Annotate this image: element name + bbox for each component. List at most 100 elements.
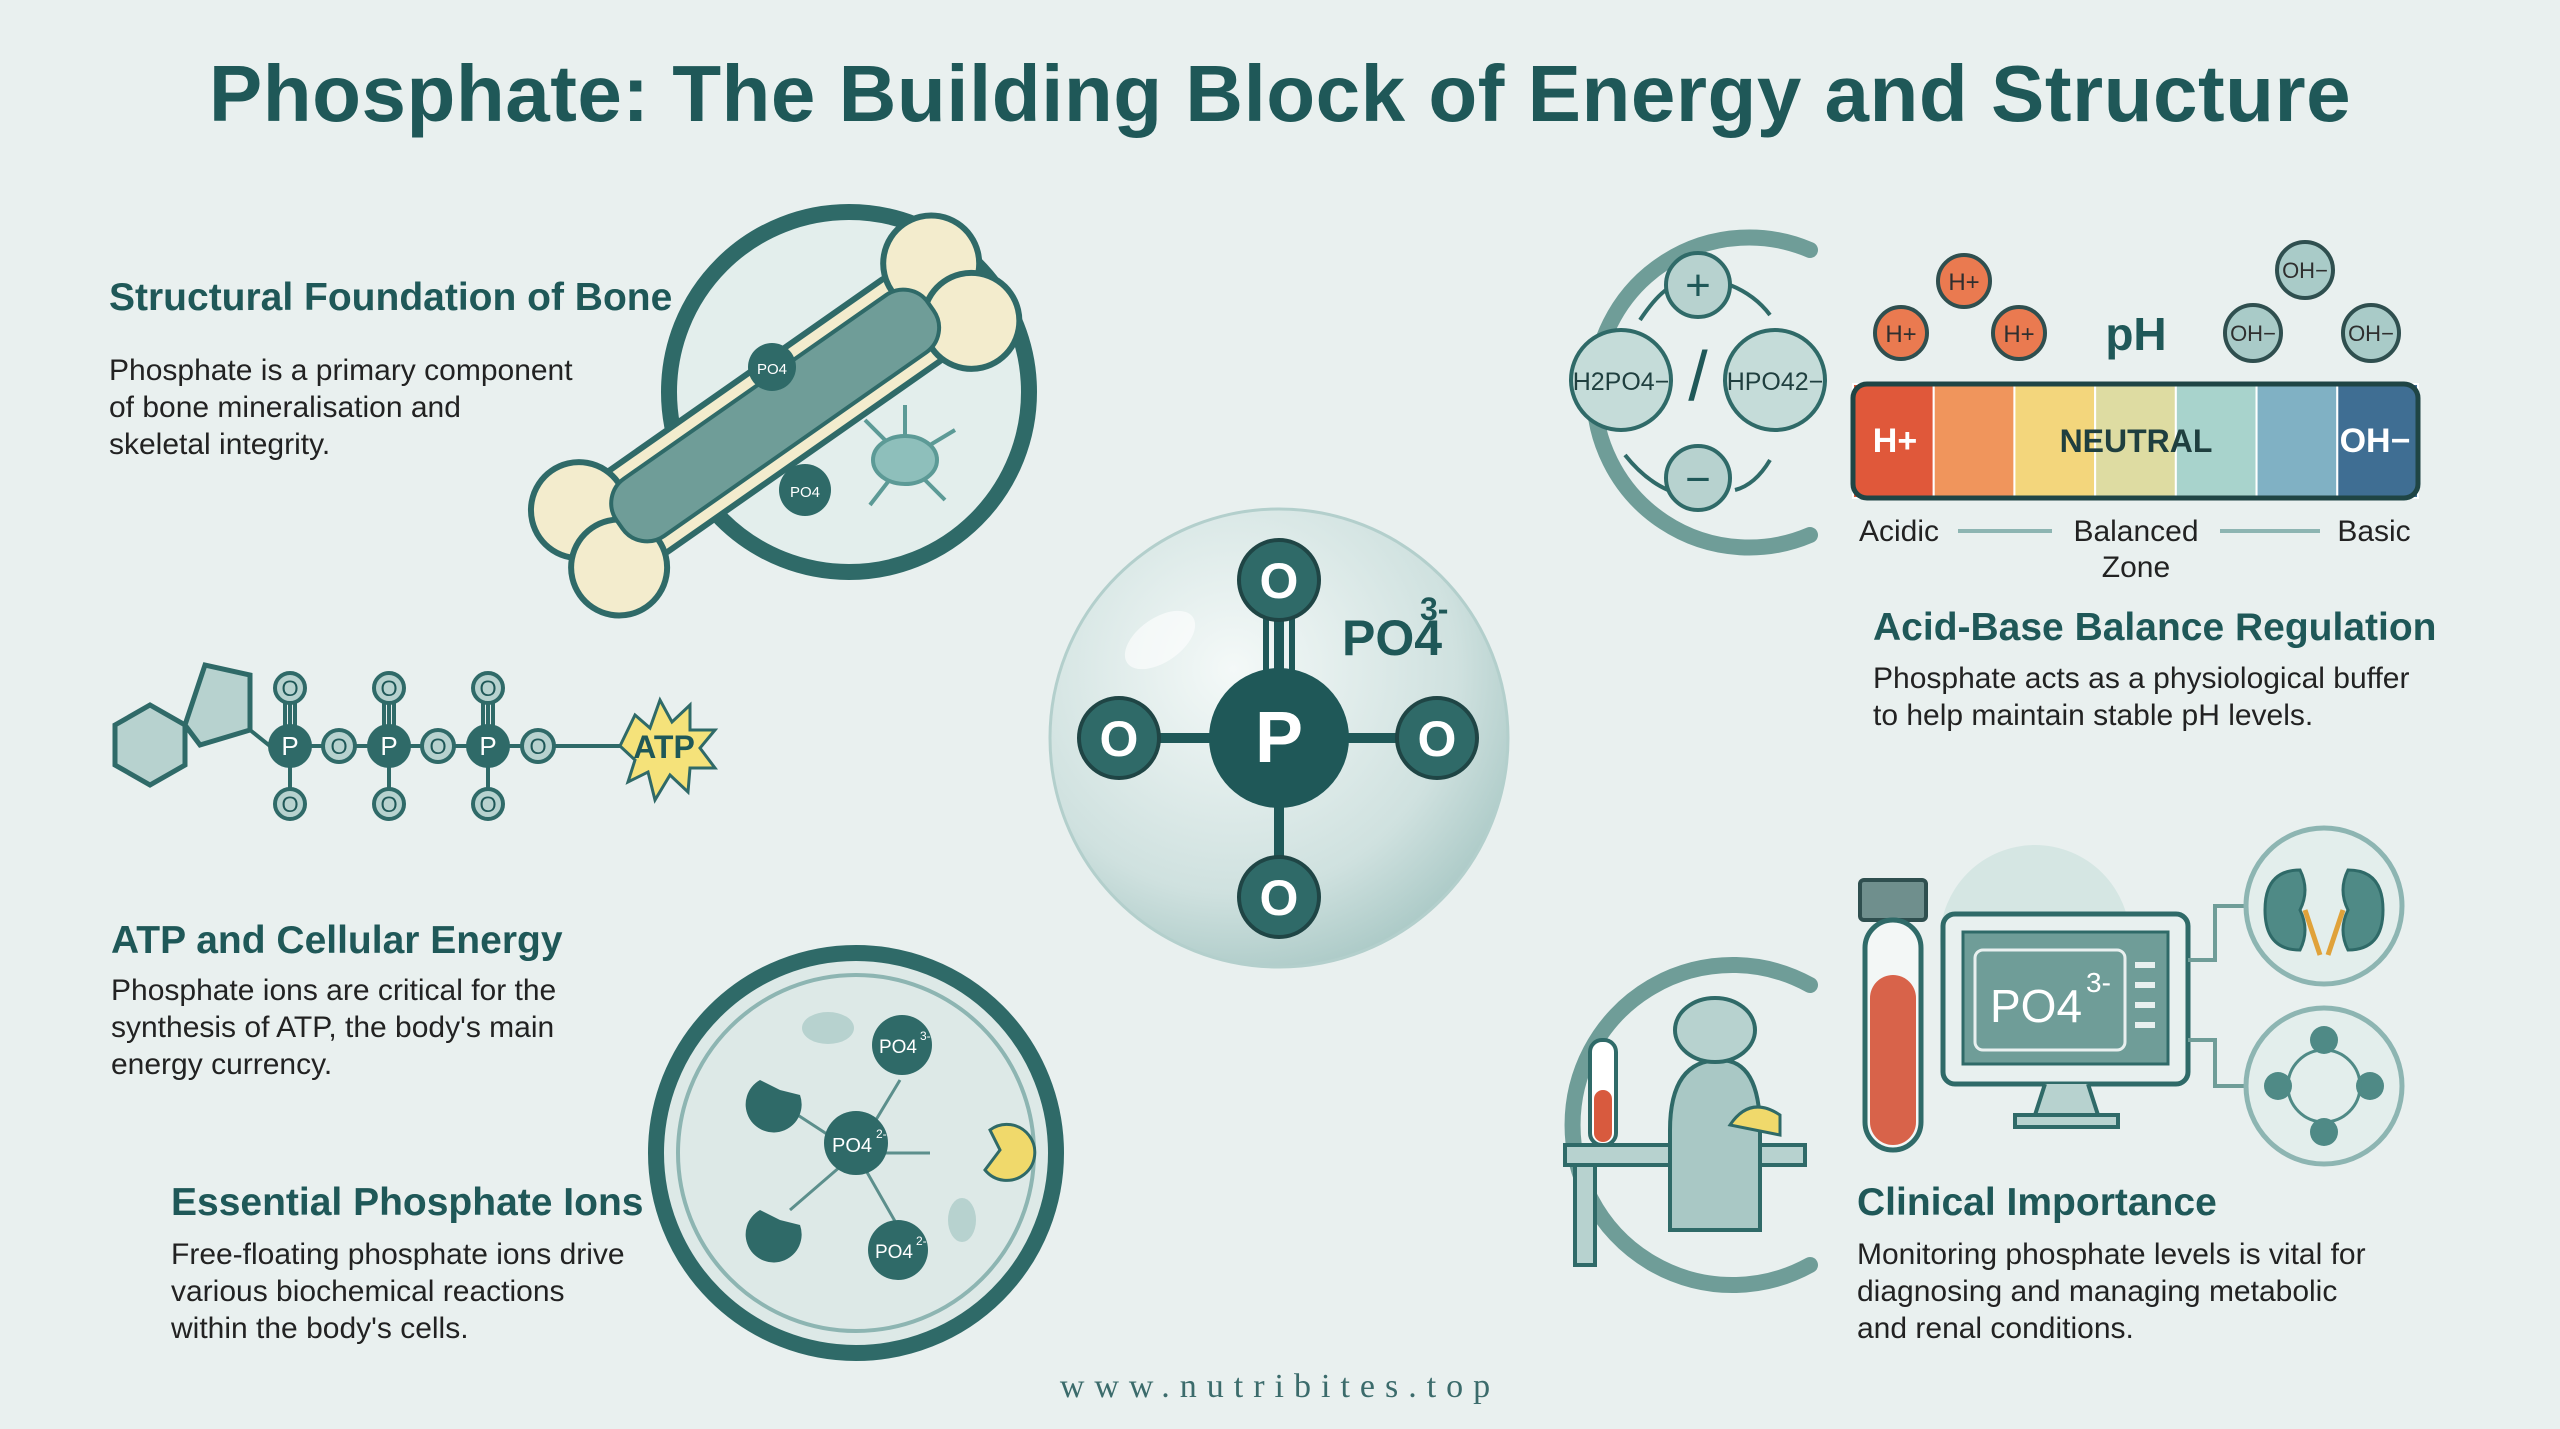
- ph-bar-segment: [2013, 383, 2097, 499]
- ion-bottom-charge: 2-: [916, 1234, 927, 1248]
- monitor-icon: PO4 3-: [1940, 911, 2191, 1129]
- hydrogen-ion-icon: [1936, 253, 1992, 309]
- oxygen-atom: [520, 728, 556, 764]
- oxygen-label: O: [479, 792, 496, 817]
- bone-po4-label: PO4: [757, 361, 787, 378]
- clinical-heading: Clinical Importance: [1857, 1181, 2217, 1224]
- phosphate-formula: PO4: [1342, 610, 1442, 666]
- hydrogen-ion-icon: [1991, 305, 2047, 361]
- bone-illustration: PO4 PO4: [527, 204, 1037, 619]
- oxygen-atom: [1237, 538, 1321, 622]
- text-line: energy currency.: [111, 1048, 333, 1081]
- ion-center-label: PO4: [832, 1135, 872, 1157]
- phosphorus-atom: [367, 724, 411, 768]
- text-line: and renal conditions.: [1857, 1312, 2134, 1345]
- ph-scale: H+H+H+OH−OH−OH− pH H+ NEUTRAL OH− Acidic…: [1850, 240, 2421, 584]
- hydrogen-ion-label: H+: [1885, 321, 1916, 348]
- atp-description: Phosphate ions are critical for the synt…: [111, 972, 556, 1083]
- oxygen-label: O: [429, 734, 446, 759]
- ion-top-charge: 3-: [920, 1029, 931, 1043]
- blood-test-tube-icon: [1858, 878, 1928, 1153]
- ph-acidic-label: Acidic: [1859, 515, 1939, 548]
- text-line: Phosphate ions are critical for the: [111, 974, 557, 1007]
- phosphorus-atom: P: [1255, 698, 1303, 778]
- ph-bar-segment: [2174, 383, 2258, 499]
- phosphorus-label: P: [281, 731, 298, 761]
- ph-bar-base-label: OH−: [2340, 422, 2411, 460]
- oxygen-atom: [471, 671, 505, 705]
- ph-title: pH: [2105, 308, 2166, 360]
- oxygen-atom: [1077, 696, 1161, 780]
- hydroxide-ion-label: OH−: [2282, 258, 2328, 283]
- atp-burst-label: ATP: [633, 729, 695, 765]
- hydroxide-ion-icon: [2223, 303, 2283, 363]
- oxygen-label: O: [479, 676, 496, 701]
- oxygen-label: O: [330, 734, 347, 759]
- minus-icon: −: [1685, 455, 1711, 504]
- text-line: various biochemical reactions: [171, 1275, 565, 1308]
- ph-bar-acid-label: H+: [1873, 422, 1917, 460]
- oxygen-atom: [273, 671, 307, 705]
- ph-balanced-label: Balanced: [2073, 515, 2198, 548]
- ph-bar-segment: [1932, 383, 2016, 499]
- text-line: Monitoring phosphate levels is vital for: [1857, 1238, 2366, 1271]
- text-line: Phosphate is a primary component: [109, 354, 573, 387]
- oxygen-atom: [1237, 855, 1321, 939]
- metabolic-cycle-icon: [2264, 1026, 2384, 1146]
- oxygen-label: O: [281, 676, 298, 701]
- oxygen-label: O: [1260, 870, 1299, 926]
- text-line: of bone mineralisation and: [109, 391, 461, 424]
- ph-bar-neutral-label: NEUTRAL: [2060, 423, 2213, 459]
- clinical-illustration: PO4 3-: [1563, 825, 2405, 1293]
- oxygen-label: O: [281, 792, 298, 817]
- bone-cell-icon: [863, 405, 957, 507]
- oxygen-atom: [372, 671, 406, 705]
- text-line: Free-floating phosphate ions drive: [171, 1238, 625, 1271]
- phosphorus-atom: [466, 724, 510, 768]
- oxygen-label: O: [1100, 711, 1139, 767]
- ph-bar-segment: [2094, 383, 2177, 499]
- acid-base-description: Phosphate acts as a physiological buffer…: [1873, 660, 2409, 734]
- ion-bottom-label: PO4: [875, 1242, 913, 1263]
- bone-po4-label: PO4: [790, 484, 820, 501]
- text-line: synthesis of ATP, the body's main: [111, 1011, 555, 1044]
- phosphorus-label: P: [479, 731, 496, 761]
- lab-scientist-icon: [1563, 996, 1807, 1267]
- bone-description: Phosphate is a primary component of bone…: [109, 352, 573, 463]
- text-line: to help maintain stable pH levels.: [1873, 699, 2314, 732]
- oxygen-label: O: [1260, 553, 1299, 609]
- hydroxide-ion-icon: [2275, 240, 2335, 300]
- ions-description: Free-floating phosphate ions drive vario…: [171, 1236, 625, 1347]
- page-title: Phosphate: The Building Block of Energy …: [208, 49, 2352, 138]
- hydrogen-ion-label: H+: [1948, 269, 1979, 296]
- hydrogen-phosphate-label: HPO42−: [1727, 368, 1824, 396]
- monitor-po4-charge: 3-: [2086, 967, 2111, 998]
- atp-heading: ATP and Cellular Energy: [111, 919, 563, 962]
- hydrogen-ion-icon: [1873, 305, 1929, 361]
- footer-website[interactable]: www.nutribites.top: [1059, 1368, 1501, 1405]
- text-line: Phosphate acts as a physiological buffer: [1873, 662, 2410, 695]
- phosphate-charge: 3-: [1420, 591, 1448, 627]
- plus-icon: +: [1685, 261, 1711, 310]
- hydroxide-ion-icon: [2341, 303, 2401, 363]
- ions-heading: Essential Phosphate Ions: [171, 1181, 644, 1224]
- oxygen-atom: [273, 787, 307, 821]
- dihydrogen-phosphate-label: H2PO4−: [1573, 368, 1670, 396]
- slash-separator: /: [1688, 337, 1708, 415]
- phosphorus-label: P: [380, 731, 397, 761]
- phosphorus-atom: [268, 724, 312, 768]
- buffer-cycle-illustration: + − H2PO4− / HPO42−: [1569, 229, 1827, 556]
- oxygen-label: O: [529, 734, 546, 759]
- oxygen-label: O: [380, 792, 397, 817]
- text-line: skeletal integrity.: [109, 428, 331, 461]
- clinical-description: Monitoring phosphate levels is vital for…: [1857, 1236, 2366, 1347]
- text-line: within the body's cells.: [171, 1312, 469, 1345]
- oxygen-atom: [471, 787, 505, 821]
- bone-heading: Structural Foundation of Bone: [109, 276, 673, 319]
- acid-base-heading: Acid-Base Balance Regulation: [1873, 606, 2437, 649]
- hydroxide-ion-label: OH−: [2348, 321, 2394, 346]
- text-line: diagnosing and managing metabolic: [1857, 1275, 2338, 1308]
